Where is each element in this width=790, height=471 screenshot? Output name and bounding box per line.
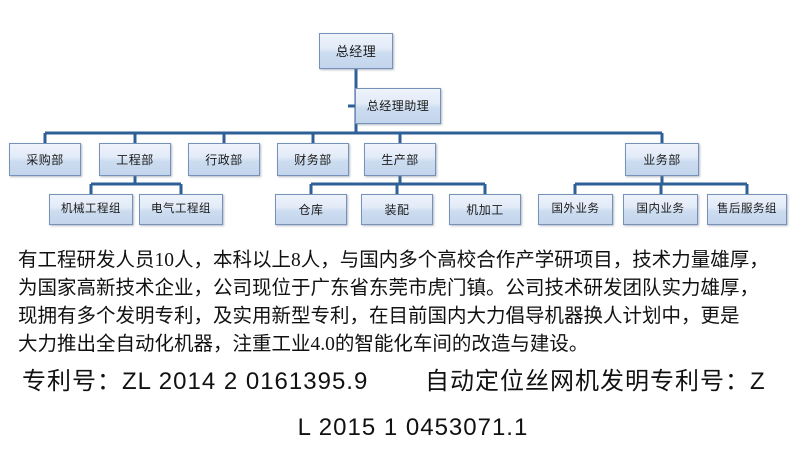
org-node-label: 电气工程组 (151, 202, 211, 215)
org-node-label: 工程部 (116, 152, 154, 167)
description-line-4: 大力推出全自动化机器，注重工业4.0的智能化车间的改造与建设。 (18, 334, 589, 355)
description-line-1: 有工程研发人员10人，本科以上8人，与国内多个高校合作产学研项目，技术力量雄厚， (18, 250, 769, 271)
description-line-2: 为国家高新技术企业，公司现位于广东省东莞市虎门镇。公司技术研发团队实力雄厚， (18, 278, 760, 299)
org-node-production-dept[interactable]: 生产部 (364, 143, 436, 176)
org-node-label: 售后服务组 (717, 202, 777, 215)
org-node-business-dept[interactable]: 业务部 (625, 143, 699, 176)
org-node-label: 生产部 (381, 152, 419, 167)
org-node-label: 机加工 (466, 202, 504, 217)
org-node-domestic-business[interactable]: 国内业务 (623, 194, 698, 225)
org-node-mechanical-engineering-team[interactable]: 机械工程组 (49, 194, 133, 225)
org-node-label: 总经理 (335, 43, 377, 59)
org-node-label: 国外业务 (551, 202, 600, 215)
org-node-label: 业务部 (643, 152, 681, 167)
org-node-gm-assistant[interactable]: 总经理助理 (355, 88, 441, 124)
org-node-electrical-engineering-team[interactable]: 电气工程组 (139, 194, 223, 225)
org-node-label: 总经理助理 (366, 99, 430, 113)
org-node-label: 行政部 (205, 152, 243, 167)
org-node-label: 采购部 (26, 152, 64, 167)
org-node-administration-dept[interactable]: 行政部 (188, 143, 260, 176)
patent-first-row: 专利号：ZL 2014 2 0161395.9 自动定位丝网机发明专利号：Z (0, 362, 790, 408)
description-line-3: 现拥有多个发明专利，及实用新型专利，在目前国内大力倡导机器换人计划中，更是 (18, 306, 740, 327)
org-node-overseas-business[interactable]: 国外业务 (538, 194, 613, 225)
org-node-engineering-dept[interactable]: 工程部 (99, 143, 171, 176)
org-node-label: 仓库 (298, 202, 324, 217)
patent-number-primary: 专利号：ZL 2014 2 0161395.9 (22, 368, 369, 395)
org-node-label: 机械工程组 (61, 202, 121, 215)
org-node-machining[interactable]: 机加工 (449, 194, 521, 225)
org-node-label: 财务部 (294, 152, 332, 167)
org-node-label: 装配 (384, 202, 410, 217)
patent-number-screen-machine-continued: L 2015 1 0453071.1 (297, 414, 529, 441)
org-node-finance-dept[interactable]: 财务部 (277, 143, 349, 176)
patent-number-screen-machine: 自动定位丝网机发明专利号：Z (425, 368, 766, 395)
patent-numbers: 专利号：ZL 2014 2 0161395.9 自动定位丝网机发明专利号：Z L… (0, 362, 790, 441)
org-node-assembly[interactable]: 装配 (361, 194, 433, 225)
org-node-purchasing-dept[interactable]: 采购部 (9, 143, 81, 176)
org-node-general-manager[interactable]: 总经理 (319, 33, 393, 69)
organization-chart: 总经理 总经理助理 采购部 工程部 行政部 财务部 生产部 业务部 机械工程组 … (9, 33, 787, 225)
org-node-after-sales-service-team[interactable]: 售后服务组 (707, 194, 787, 225)
org-node-warehouse[interactable]: 仓库 (275, 194, 347, 225)
company-description: 有工程研发人员10人，本科以上8人，与国内多个高校合作产学研项目，技术力量雄厚，… (18, 247, 776, 359)
org-node-label: 国内业务 (636, 202, 685, 215)
